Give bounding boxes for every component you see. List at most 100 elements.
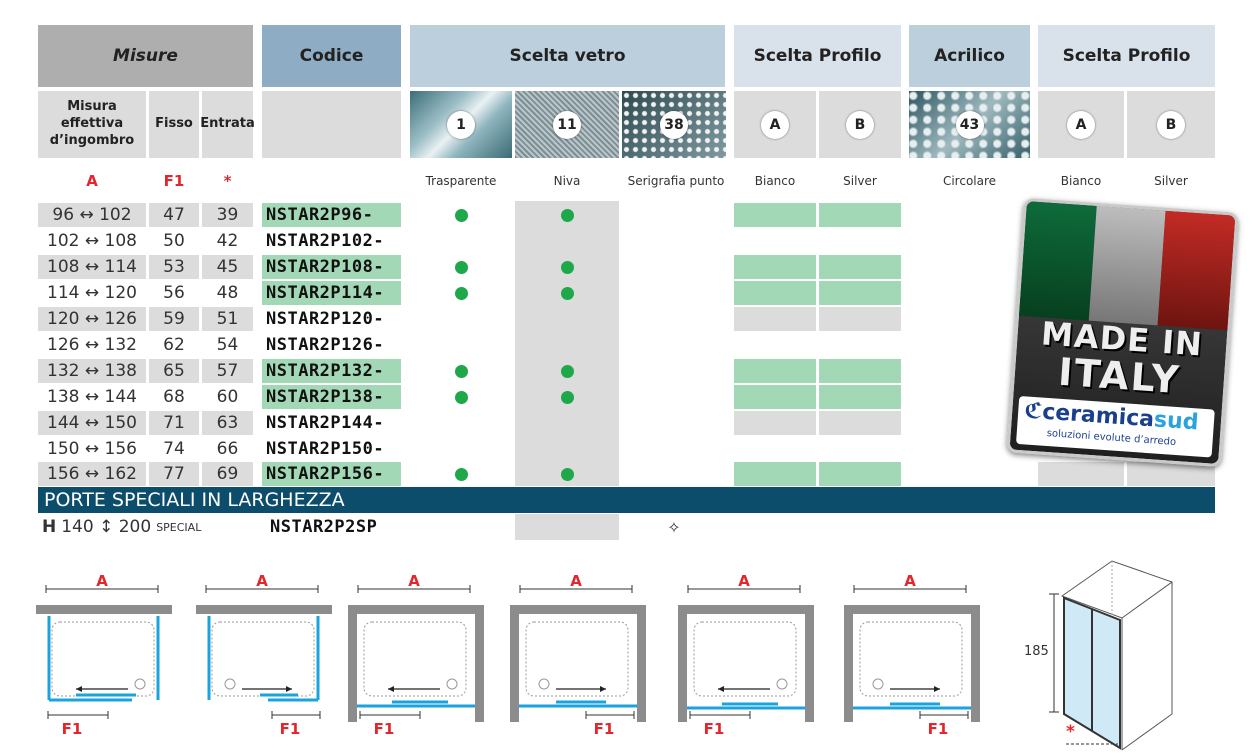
availability-dot-icon: [454, 260, 468, 274]
row-entrata: 51: [202, 307, 253, 331]
row-misura: 126 ↔ 132: [47, 335, 137, 355]
shower-tray: [525, 621, 629, 697]
header-acrilico: Acrilico: [909, 25, 1030, 87]
wall: [805, 614, 814, 722]
availability-dot-icon: [560, 260, 574, 274]
drain-icon: [538, 678, 550, 690]
option-a-badge: A: [761, 110, 789, 139]
row-profilo-a: [734, 385, 816, 409]
special-tag: SPECIAL: [156, 520, 202, 534]
row-profilo-a: [734, 229, 816, 253]
row-profilo-a: [734, 203, 816, 227]
row-entrata: 66: [216, 439, 239, 459]
availability-dot-icon: [560, 364, 574, 378]
label-bianco: Bianco: [754, 174, 796, 188]
dimension-f1-label: F1: [928, 720, 949, 738]
slide-arrow-head: [718, 686, 724, 692]
row-misura: 156 ↔ 162: [38, 462, 146, 486]
row-profilo-a: [734, 281, 816, 305]
row-profilo-a: [734, 255, 816, 279]
row-profilo-a: [734, 462, 816, 486]
row-dot-niva: [515, 255, 619, 279]
brand-logo-icon: ℭ: [1023, 398, 1044, 425]
dimension-a-label: A: [738, 572, 750, 590]
header-scelta-profilo-2: Scelta Profilo: [1038, 25, 1215, 87]
special-row: H 140 ↕ 200 SPECIAL: [38, 514, 253, 540]
header-scelta-vetro: Scelta vetro: [410, 25, 725, 87]
availability-dot-icon: [560, 208, 574, 222]
wall: [510, 605, 646, 614]
row-fisso: 68: [163, 387, 185, 407]
wall: [510, 614, 519, 722]
subheader-misura: Misura effettiva d’ingombro: [38, 91, 146, 158]
legend-star: *: [223, 172, 232, 190]
special-niva-cell: [515, 514, 619, 540]
option-11-badge: 11: [553, 110, 581, 139]
row-entrata: 60: [216, 387, 239, 407]
row-profilo-a: [734, 437, 816, 461]
availability-dot-icon: [560, 390, 574, 404]
brand-box: ℭceramicasud soluzioni evolute d’arredo: [1015, 395, 1215, 458]
swatch-trasparente: 1: [410, 91, 512, 158]
special-h: H: [42, 517, 57, 537]
wall: [844, 614, 853, 722]
row-code: NSTAR2P132-: [262, 359, 401, 383]
label-silver-2: Silver: [1154, 174, 1188, 188]
row-fisso: 65: [149, 359, 199, 383]
swatch-niva: 11: [515, 91, 619, 158]
row-misura: 108 ↔ 114: [38, 255, 146, 279]
label-silver: Silver: [843, 174, 877, 188]
row-fisso: 77: [149, 462, 199, 486]
swatch-bianco: A: [734, 91, 816, 158]
shower-tray: [51, 621, 155, 697]
row-misura: 114 ↔ 120: [47, 283, 137, 303]
shower-tray: [211, 621, 315, 697]
row-fisso: 47: [149, 203, 199, 227]
option-43-badge: 43: [955, 110, 984, 139]
row-misura: 138 ↔ 144: [47, 387, 137, 407]
row-profilo-a: [734, 411, 816, 435]
brand-name-b: sud: [1153, 407, 1200, 436]
row-misura: 96 ↔ 102: [38, 203, 146, 227]
option-38-badge: 38: [660, 110, 688, 139]
row-fisso: 62: [163, 335, 185, 355]
row-profilo-b: [819, 411, 901, 435]
wall: [348, 605, 484, 614]
dimension-f1-label: F1: [594, 720, 615, 738]
shower-tray: [693, 621, 797, 697]
row-fisso: 56: [163, 283, 185, 303]
row-dot-niva: [515, 203, 619, 227]
row-fisso: 50: [163, 231, 185, 251]
drain-icon: [446, 678, 458, 690]
row-profilo-a: [734, 333, 816, 357]
wall: [844, 605, 980, 614]
swatch-circolare: 43: [909, 91, 1030, 158]
row-code: NSTAR2P144-: [266, 413, 385, 433]
special-mark-icon: ✧: [667, 517, 681, 537]
label-niva: Niva: [553, 174, 581, 188]
special-range: 140 ↕ 200: [61, 517, 152, 537]
row-dot-trasparente: [410, 462, 512, 486]
slide-arrow-head: [388, 686, 394, 692]
swatch-serigrafia: 38: [622, 91, 726, 158]
row-profilo2-b: [1127, 462, 1215, 486]
italian-flag: [1018, 201, 1236, 331]
row-fisso: 59: [149, 307, 199, 331]
drain-icon: [776, 678, 788, 690]
slide-arrow-head: [600, 686, 606, 692]
availability-dot-icon: [454, 364, 468, 378]
row-dot-niva: [515, 281, 619, 305]
row-code: NSTAR2P114-: [262, 281, 401, 305]
availability-dot-icon: [454, 390, 468, 404]
swatch-silver: B: [819, 91, 901, 158]
row-fisso: 71: [149, 411, 199, 435]
row-code: NSTAR2P120-: [266, 309, 385, 329]
availability-dot-icon: [560, 286, 574, 300]
header-scelta-profilo: Scelta Profilo: [734, 25, 901, 87]
row-profilo-b: [819, 333, 901, 357]
slide-arrow-head: [934, 686, 940, 692]
drain-icon: [224, 678, 236, 690]
row-code: NSTAR2P138-: [262, 385, 401, 409]
label-trasparente: Trasparente: [425, 174, 497, 188]
